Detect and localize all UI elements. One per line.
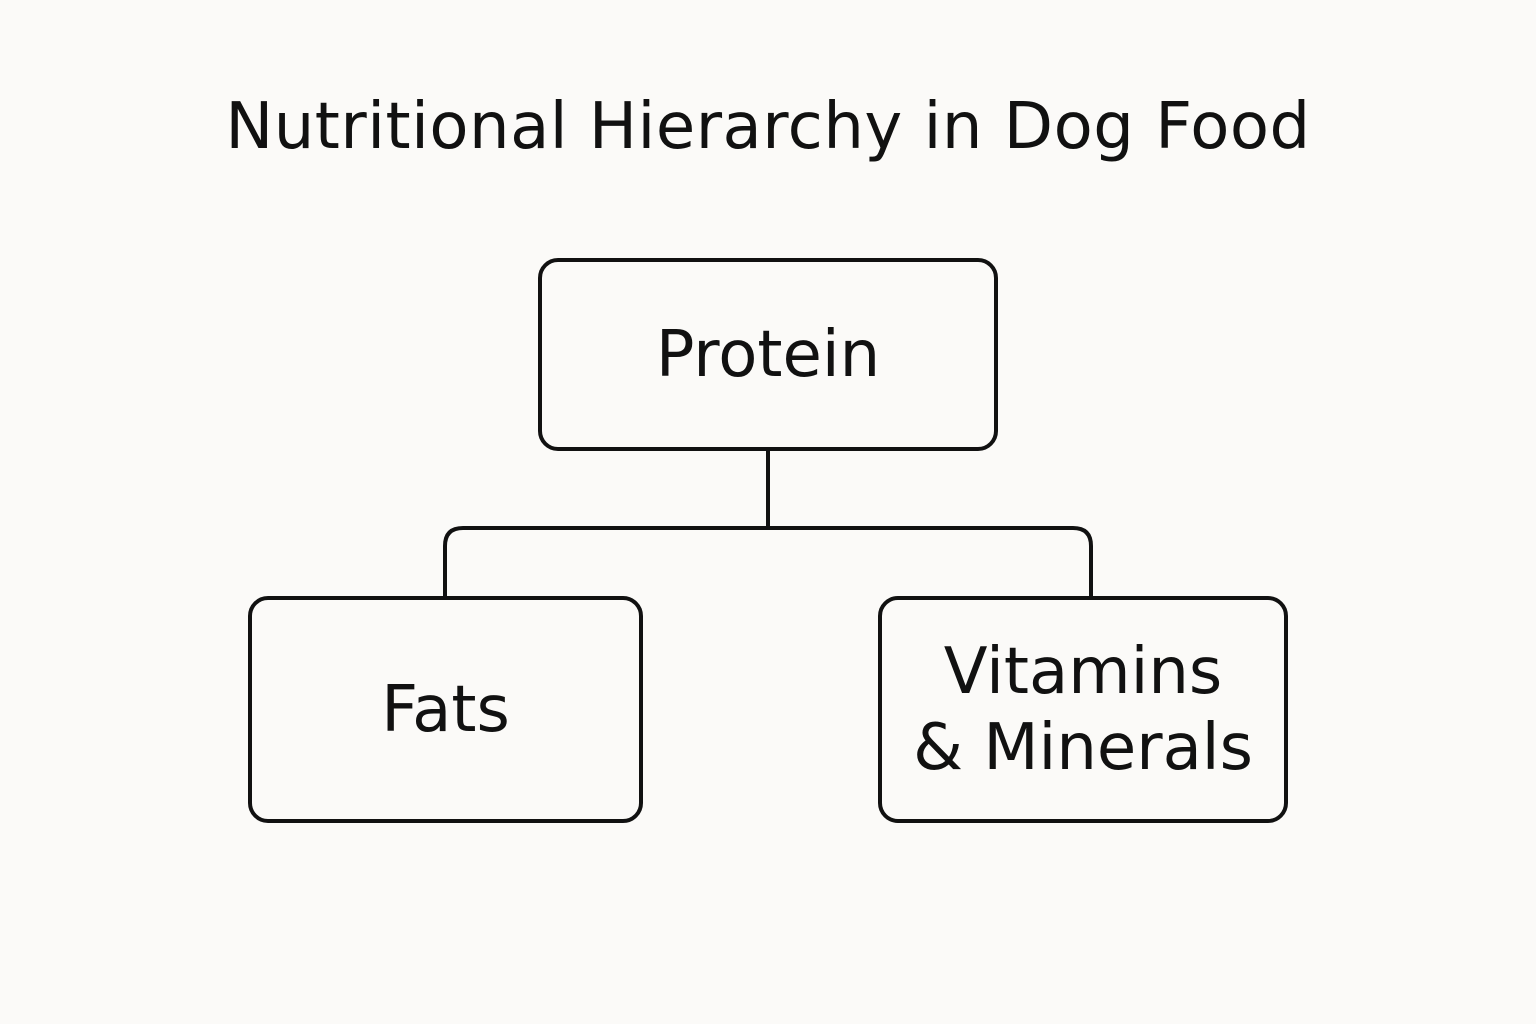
node-vitamins-label-line-1: Vitamins xyxy=(943,634,1223,709)
node-vitamins-label-line-2: & Minerals xyxy=(913,710,1253,785)
node-protein-label: Protein xyxy=(655,317,881,392)
node-vitamins-minerals: Vitamins & Minerals xyxy=(878,596,1288,823)
node-fats-label: Fats xyxy=(381,672,510,747)
diagram-title: Nutritional Hierarchy in Dog Food xyxy=(225,90,1311,164)
connector-branch-bar xyxy=(443,526,1093,596)
node-fats: Fats xyxy=(248,596,643,823)
node-protein: Protein xyxy=(538,258,998,451)
